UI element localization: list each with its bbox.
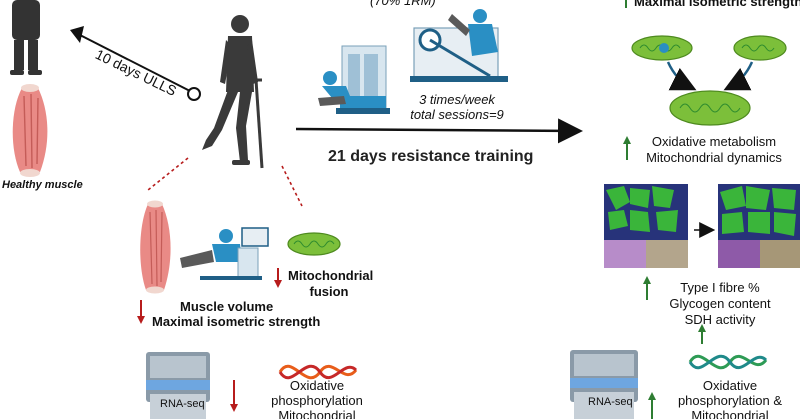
rnaseq-label-right: RNA-seq — [588, 396, 633, 408]
decrease-arrow-muscle — [137, 300, 145, 324]
oxphos-right-line2: phosphorylation & — [677, 393, 783, 408]
dashed-connectors — [147, 157, 303, 207]
mito-fusion-label-line1: Mitochondrial fusion — [288, 268, 374, 300]
dna-helix-left-icon — [278, 364, 358, 380]
dynamometer-icon — [180, 227, 269, 280]
dna-helix-right-icon — [688, 354, 768, 370]
leg-press-machine-icon — [410, 9, 508, 82]
fusion-junction — [659, 43, 669, 53]
oxphos-left-line1: Oxidative — [289, 378, 345, 393]
mitochondrial-dynamics-label: Mitochondrial dynamics — [646, 150, 782, 165]
increase-arrow-histology — [698, 324, 706, 344]
oxphos-right-line1: Oxidative — [702, 378, 758, 393]
healthy-person-icon — [10, 0, 42, 75]
fibre-label: Type I fibre % — [680, 280, 760, 295]
crutch-icon — [250, 78, 264, 169]
increase-arrow-oxidative — [623, 136, 631, 160]
histology-after — [718, 184, 800, 268]
top-cut-label: (70% 1RM) — [370, 0, 436, 8]
oxphos-left-line3: Mitochondrial — [278, 408, 356, 419]
glycogen-label: Glycogen content — [669, 296, 771, 311]
timeline-label: 21 days resistance training — [328, 148, 534, 165]
mitochondrion-icon — [287, 232, 341, 256]
mito-fusion-label: Mitochondrial fusion — [288, 268, 374, 299]
healthy-muscle-label: Healthy muscle — [2, 179, 83, 191]
rnaseq-machine-right-icon — [570, 350, 638, 419]
schedule-line1: 3 times/week — [419, 92, 495, 107]
increase-arrow-fibre — [643, 276, 651, 300]
oxidative-metabolism-label: Oxidative metabolism — [651, 134, 777, 149]
timeline-arrow — [295, 118, 583, 144]
crutch-person-icon — [202, 15, 258, 165]
increase-arrow-rnaseq — [648, 392, 656, 419]
decrease-arrow-fusion — [274, 268, 282, 288]
strength-label-left: Maximal isometric strength — [152, 314, 321, 329]
ulls-indicator — [70, 26, 201, 101]
mitochondria-arrows — [666, 61, 754, 91]
rnaseq-label-left: RNA-seq — [160, 398, 205, 410]
healthy-muscle-icon — [12, 84, 48, 177]
atrophied-muscle-icon — [140, 200, 171, 294]
muscle-volume-label: Muscle volume — [180, 299, 274, 314]
schedule-line2: total sessions=9 — [410, 107, 504, 122]
decrease-arrow-rnaseq — [230, 380, 238, 412]
leg-extension-machine-icon — [318, 45, 390, 114]
sdh-label: SDH activity — [684, 312, 756, 327]
top-right-cut-label: Maximal isometric strength — [634, 0, 800, 9]
oxphos-right-line3: Mitochondrial — [691, 408, 769, 419]
histology-before — [604, 184, 688, 268]
rnaseq-machine-left-icon — [146, 352, 210, 419]
oxphos-left-line2: phosphorylation — [271, 393, 363, 408]
